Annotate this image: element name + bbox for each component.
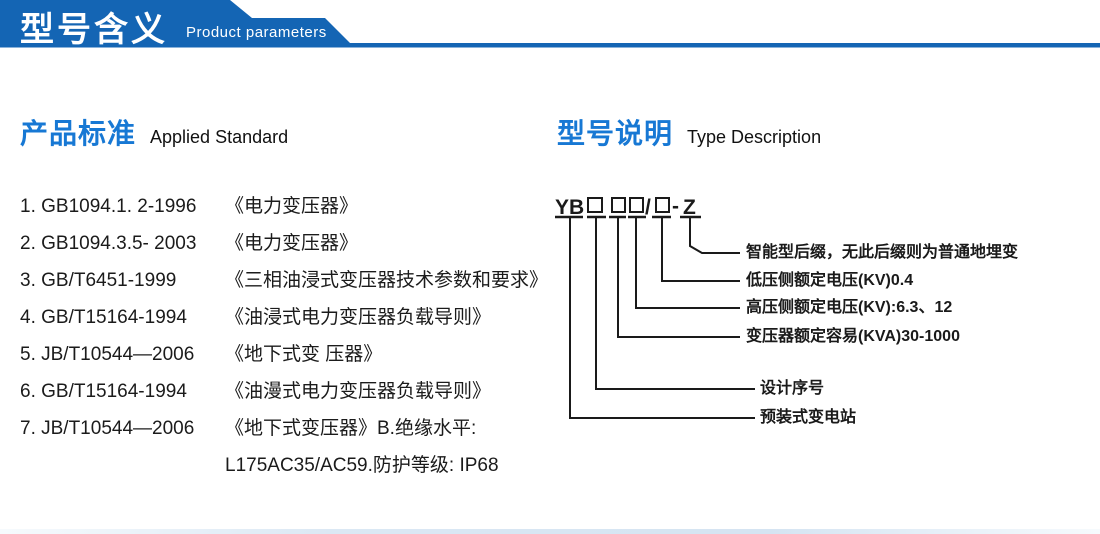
header-banner: 型号含义 Product parameters: [0, 0, 1100, 49]
model-code-linework: YB / - Z: [555, 195, 755, 419]
code-box-capacity: [611, 197, 626, 213]
label-lv-voltage: 低压侧额定电压(KV)0.4: [746, 272, 914, 289]
model-code-prefix: YB: [555, 196, 584, 219]
standards-item: 3. GB/T6451-1999 《三相油浸式变压器技术参数和要求》: [20, 262, 555, 299]
header-title-en: Product parameters: [186, 24, 327, 41]
label-design-serial: 设计序号: [760, 380, 825, 397]
model-code-suffix: Z: [683, 196, 696, 219]
leader-line-prefab-substation: [569, 218, 755, 419]
code-box-lv: [655, 197, 670, 213]
header-underline-strip: [0, 43, 1100, 48]
standard-title: 《油漫式电力变压器负载导则》: [225, 381, 492, 402]
standard-title: 《油浸式电力变压器负载导则》: [225, 307, 492, 328]
standard-title: 《三相油浸式变压器技术参数和要求》: [225, 270, 549, 291]
model-heading-cn: 型号说明: [557, 118, 674, 149]
model-code-slash: /: [645, 196, 651, 219]
footer-accent-bar: [0, 529, 1100, 534]
standard-code: 4. GB/T15164-1994: [20, 307, 187, 328]
model-code-diagram: YB / - Z 智能型后缀，无此后缀则为普通地埋变 低压侧额定电压(KV)0.…: [550, 190, 1100, 450]
model-code-dash: -: [672, 195, 679, 218]
label-capacity: 变压器额定容易(KVA)30-1000: [746, 328, 960, 345]
leader-line-lv: [661, 218, 740, 282]
model-heading-en: Type Description: [687, 127, 822, 147]
standards-heading-cn: 产品标准: [20, 118, 137, 149]
standard-code-empty: [20, 447, 225, 484]
code-box-hv: [629, 197, 644, 213]
code-box-design: [587, 197, 603, 213]
standards-item: 7. JB/T10544—2006 《地下式变压器》B.绝缘水平:: [20, 410, 555, 447]
leader-line-smart-suffix: [689, 218, 740, 254]
standard-code: 1. GB1094.1. 2-1996: [20, 196, 197, 217]
label-smart-suffix: 智能型后缀，无此后缀则为普通地埋变: [746, 244, 1019, 261]
leader-line-hv: [635, 218, 740, 309]
leader-line-capacity: [617, 218, 740, 338]
standards-heading: 产品标准 Applied Standard: [20, 112, 288, 152]
header-banner-shape: [0, 0, 1100, 48]
standards-item: 5. JB/T10544—2006 《地下式变 压器》: [20, 336, 555, 373]
leader-line-design-serial: [595, 218, 755, 390]
standards-item: 6. GB/T15164-1994 《油漫式电力变压器负载导则》: [20, 373, 555, 410]
standards-list: 1. GB1094.1. 2-1996 《电力变压器》 2. GB1094.3.…: [20, 188, 555, 484]
header-flag-shape: [0, 0, 350, 43]
standards-item: 4. GB/T15164-1994 《油浸式电力变压器负载导则》: [20, 299, 555, 336]
standard-code: 7. JB/T10544—2006: [20, 418, 195, 439]
standards-item-continuation: L175AC35/AC59.防护等级: IP68: [20, 447, 555, 484]
standard-title: 《电力变压器》: [225, 233, 359, 254]
header-title-cn: 型号含义: [20, 11, 168, 49]
standard-title: 《地下式变 压器》: [225, 344, 383, 365]
model-heading: 型号说明 Type Description: [557, 112, 821, 152]
standard-title: 《地下式变压器》B.绝缘水平:: [225, 418, 477, 439]
standard-title-continuation: L175AC35/AC59.防护等级: IP68: [225, 455, 499, 476]
standard-title: 《电力变压器》: [225, 196, 359, 217]
standard-code: 5. JB/T10544—2006: [20, 344, 195, 365]
label-hv-voltage: 高压侧额定电压(KV):6.3、12: [746, 299, 953, 316]
label-prefab-substation: 预装式变电站: [760, 409, 857, 426]
standards-heading-en: Applied Standard: [150, 127, 289, 147]
standard-code: 3. GB/T6451-1999: [20, 270, 177, 291]
standards-item: 1. GB1094.1. 2-1996 《电力变压器》: [20, 188, 555, 225]
standard-code: 2. GB1094.3.5- 2003: [20, 233, 197, 254]
standards-item: 2. GB1094.3.5- 2003 《电力变压器》: [20, 225, 555, 262]
standard-code: 6. GB/T15164-1994: [20, 381, 187, 402]
